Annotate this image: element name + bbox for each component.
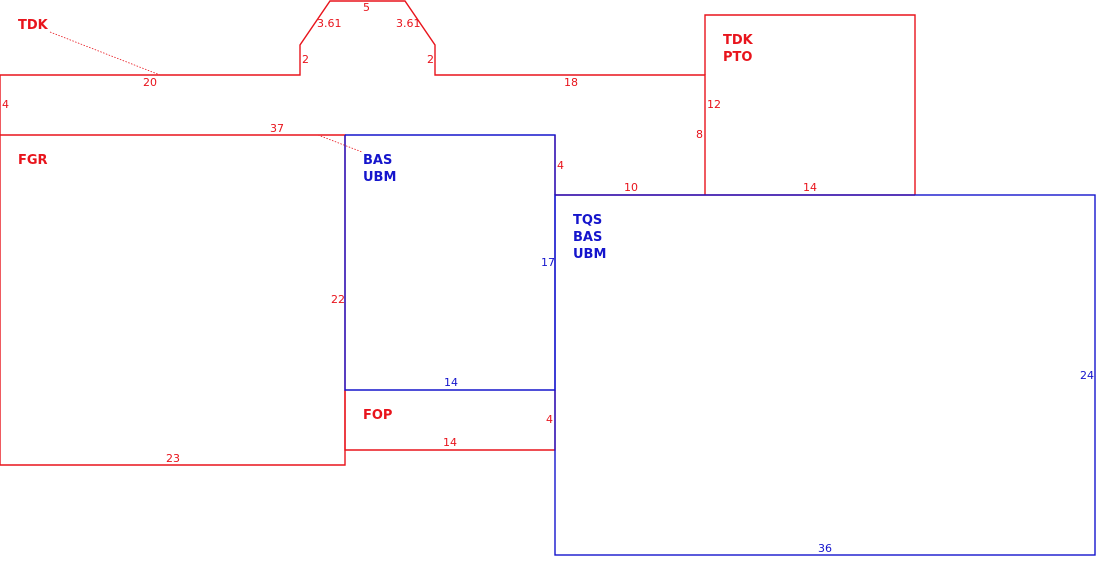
- dim-fop-bottom: 14: [443, 436, 457, 449]
- fgr-room: [0, 134, 346, 466]
- tdk-leader-line: [49, 31, 161, 76]
- dim-pto-side-upper: 12: [707, 98, 721, 111]
- label-tdk-pto-1: TDK: [723, 33, 754, 48]
- label-fop: FOP: [363, 408, 392, 423]
- label-bas: BAS: [363, 153, 392, 168]
- dim-tqs-right: 24: [1080, 369, 1094, 382]
- dim-step-bottom: 10: [624, 181, 638, 194]
- label-tqs-2: BAS: [573, 230, 602, 245]
- dim-bump-left-slope: 3.61: [317, 17, 342, 30]
- label-tqs-1: TQS: [573, 213, 602, 228]
- bas-leader-line: [317, 134, 363, 153]
- dim-fgr-top: 37: [270, 122, 284, 135]
- dim-bump-right-slope: 3.61: [396, 17, 421, 30]
- dim-pto-side-lower: 8: [696, 128, 703, 141]
- dim-bump-top: 5: [363, 1, 370, 14]
- dim-top-left-edge: 20: [143, 76, 157, 89]
- dim-pto-bottom: 14: [803, 181, 817, 194]
- tdk-pto-room: [704, 14, 916, 195]
- label-tqs-3: UBM: [573, 247, 606, 262]
- dim-bump-right-side: 2: [427, 53, 434, 66]
- tqs-bas-ubm-room: [554, 194, 1096, 556]
- label-tdk-pto-2: PTO: [723, 50, 752, 65]
- label-ubm: UBM: [363, 170, 396, 185]
- dim-fop-right: 4: [546, 413, 553, 426]
- label-tdk: TDK: [18, 18, 49, 33]
- dim-top-right-edge: 18: [564, 76, 578, 89]
- dim-bas-inner-right: 17: [541, 256, 555, 269]
- dim-bas-bottom: 14: [444, 376, 458, 389]
- upper-outline: [0, 0, 706, 195]
- dim-fgr-bottom: 23: [166, 452, 180, 465]
- dim-left-side: 4: [2, 98, 9, 111]
- dim-fgr-right: 22: [331, 293, 345, 306]
- dim-bas-right: 4: [557, 159, 564, 172]
- label-fgr: FGR: [18, 153, 48, 168]
- dim-bump-left-side: 2: [302, 53, 309, 66]
- dim-tqs-bottom: 36: [818, 542, 832, 555]
